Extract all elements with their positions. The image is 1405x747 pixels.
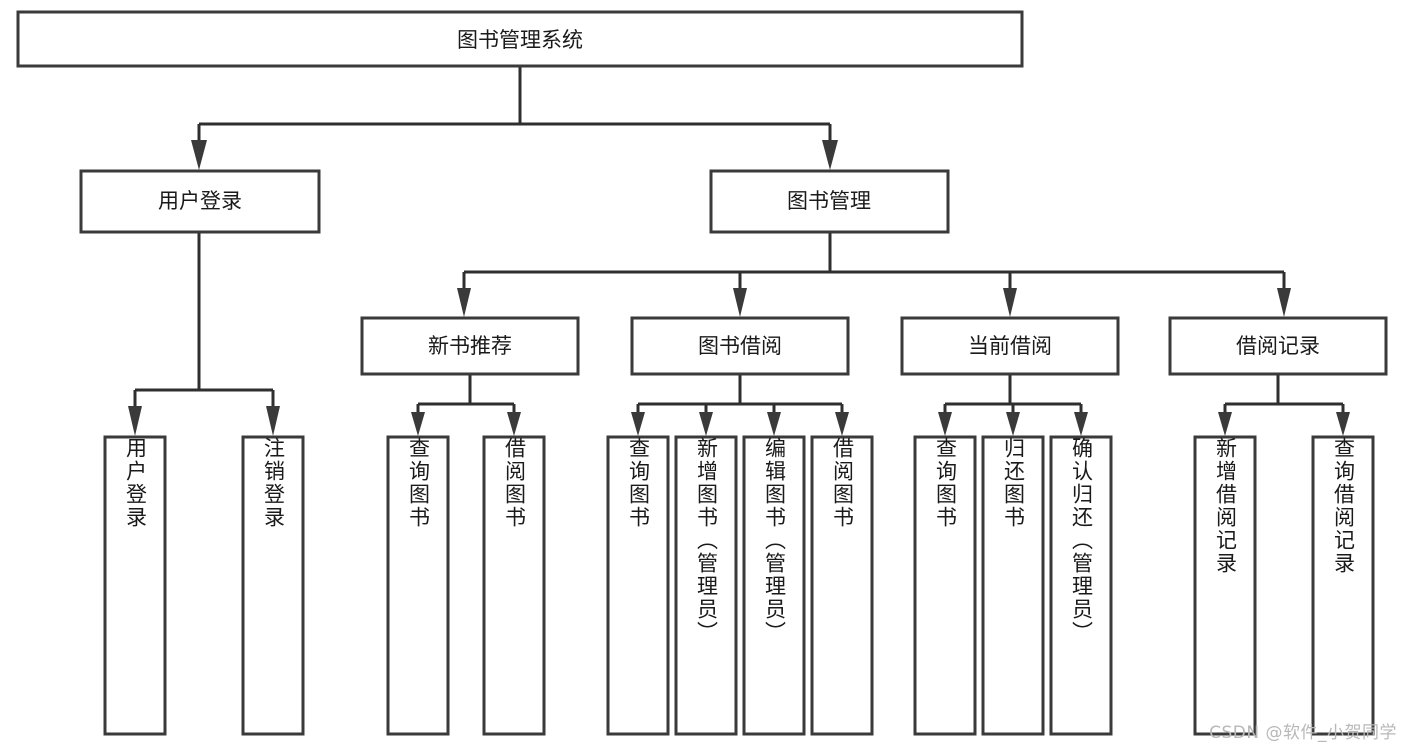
watermark-text: CSDN @软件_小贺同学 — [1209, 723, 1397, 743]
leaf-box-confirm-return-admin[interactable] — [1049, 435, 1113, 736]
node-box-current-borrow[interactable] — [900, 316, 1120, 376]
node-label-book-borrow: 图书借阅 — [698, 334, 782, 358]
arrow-head-leaf-user-login — [128, 406, 142, 436]
node-label-borrow-record: 借阅记录 — [1236, 334, 1320, 358]
node-box-user-login[interactable] — [79, 169, 321, 234]
arrow-head-leaf-borrowrecord-1 — [1218, 412, 1232, 436]
leaf-box-borrow-book-newrec[interactable] — [482, 435, 546, 736]
node-box-root[interactable] — [16, 10, 1024, 68]
arrow-head-leaf-bookborrow-3 — [767, 412, 781, 436]
node-label-book-management: 图书管理 — [787, 189, 871, 213]
leaf-box-query-book-current[interactable] — [913, 435, 977, 736]
arrow-head-user-login — [191, 140, 207, 170]
leaf-box-query-borrow-record[interactable] — [1311, 435, 1375, 736]
arrow-head-borrow-record — [1277, 288, 1291, 317]
node-label-current-borrow: 当前借阅 — [968, 334, 1052, 358]
arrow-head-leaf-bookborrow-1 — [631, 412, 645, 436]
arrow-head-book-mgmt — [822, 140, 838, 170]
node-layer: 图书管理系统 用户登录 图书管理 新书推荐 图书借阅 当前借阅 借阅记录 — [16, 10, 1388, 736]
arrow-head-leaf-bookborrow-2 — [699, 412, 713, 436]
leaf-box-user-login[interactable] — [103, 435, 167, 736]
node-label-new-book-recommend: 新书推荐 — [428, 334, 512, 358]
node-box-borrow-record[interactable] — [1168, 316, 1388, 376]
arrow-head-book-borrow — [733, 288, 747, 317]
connector-layer — [128, 66, 1350, 436]
arrow-head-current-borrow — [1003, 288, 1017, 317]
leaf-box-return-book[interactable] — [981, 435, 1045, 736]
arrow-head-leaf-newbook-1 — [411, 412, 425, 436]
leaf-box-query-book-borrow[interactable] — [606, 435, 670, 736]
arrow-head-leaf-currentborrow-3 — [1074, 412, 1088, 436]
leaf-box-borrow-book[interactable] — [810, 435, 874, 736]
arrow-head-leaf-borrowrecord-2 — [1336, 412, 1350, 436]
leaf-box-edit-book-admin[interactable] — [742, 435, 806, 736]
arrow-head-leaf-logout-login — [266, 406, 280, 436]
arrow-head-leaf-newbook-2 — [507, 412, 521, 436]
node-label-user-login: 用户登录 — [158, 189, 242, 213]
leaf-box-add-borrow-record[interactable] — [1193, 435, 1257, 736]
arrow-head-leaf-bookborrow-4 — [835, 412, 849, 436]
arrow-head-new-book-rec — [457, 288, 471, 317]
arrow-head-leaf-currentborrow-1 — [938, 412, 952, 436]
leaf-box-logout-login[interactable] — [241, 435, 305, 736]
node-box-new-book-recommend[interactable] — [360, 316, 580, 376]
node-box-book-borrow[interactable] — [630, 316, 850, 376]
node-box-book-management[interactable] — [709, 169, 950, 234]
arrow-head-leaf-currentborrow-2 — [1006, 412, 1020, 436]
node-label-root: 图书管理系统 — [457, 28, 583, 52]
leaf-box-query-book-newrec[interactable] — [386, 435, 450, 736]
leaf-box-add-book-admin[interactable] — [674, 435, 738, 736]
